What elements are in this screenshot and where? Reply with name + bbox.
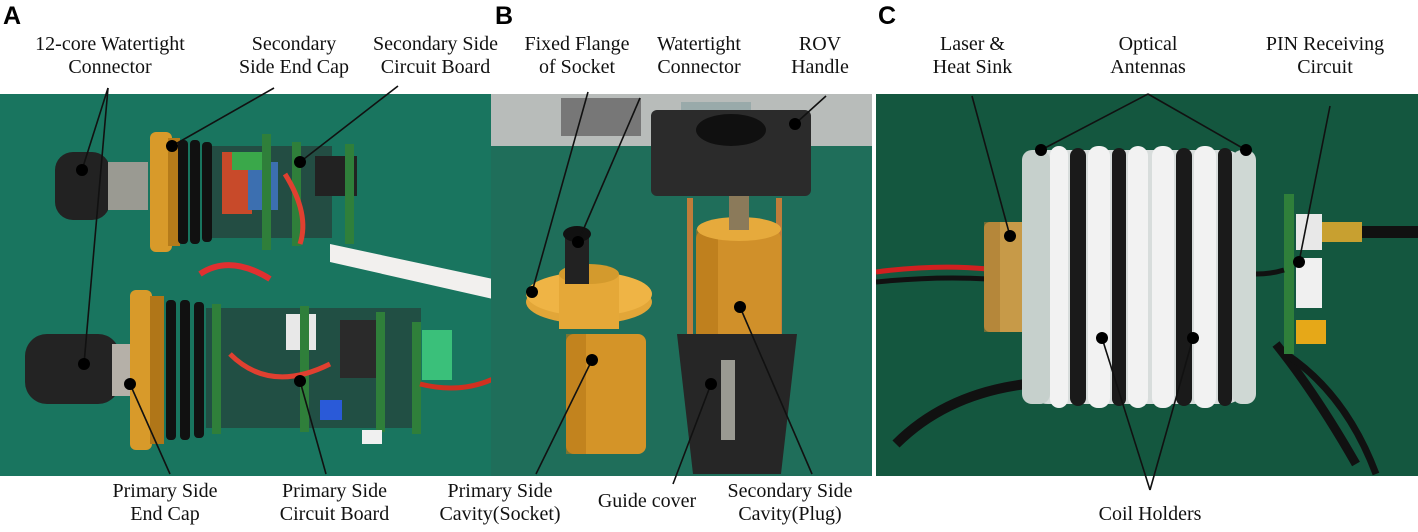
panel-letter-b: B: [495, 2, 514, 30]
panel-c-photo: [876, 94, 1418, 476]
watertight-connector-top: [55, 152, 110, 220]
secondary-assembly: [55, 132, 357, 252]
socket-assembly: [526, 226, 652, 454]
primary-circuit-board: [212, 304, 221, 434]
label-guide-cover: Guide cover: [597, 490, 697, 512]
watertight-connector-bottom: [25, 334, 120, 404]
panel-b-photo: [491, 94, 872, 476]
label-laser-heat-sink: Laser &Heat Sink: [932, 33, 1013, 78]
panel-a-illustration: [0, 94, 493, 476]
coil-assembly: [984, 146, 1256, 408]
rov-handle: [651, 110, 811, 196]
panel-b-illustration: [491, 94, 872, 476]
secondary-end-cap: [150, 132, 172, 252]
label-coil-holders: Coil Holders: [1098, 503, 1202, 525]
panel-letter-a: A: [3, 2, 22, 30]
panel-c-illustration: [876, 94, 1418, 476]
panel-letter-c: C: [878, 2, 897, 30]
primary-assembly: [25, 262, 493, 450]
secondary-circuit-board: [262, 134, 271, 250]
panel-a-photo: [0, 94, 493, 476]
primary-end-cap: [130, 290, 152, 450]
pin-receiving-board: [1255, 194, 1418, 354]
ribbon-cable: [330, 244, 493, 299]
